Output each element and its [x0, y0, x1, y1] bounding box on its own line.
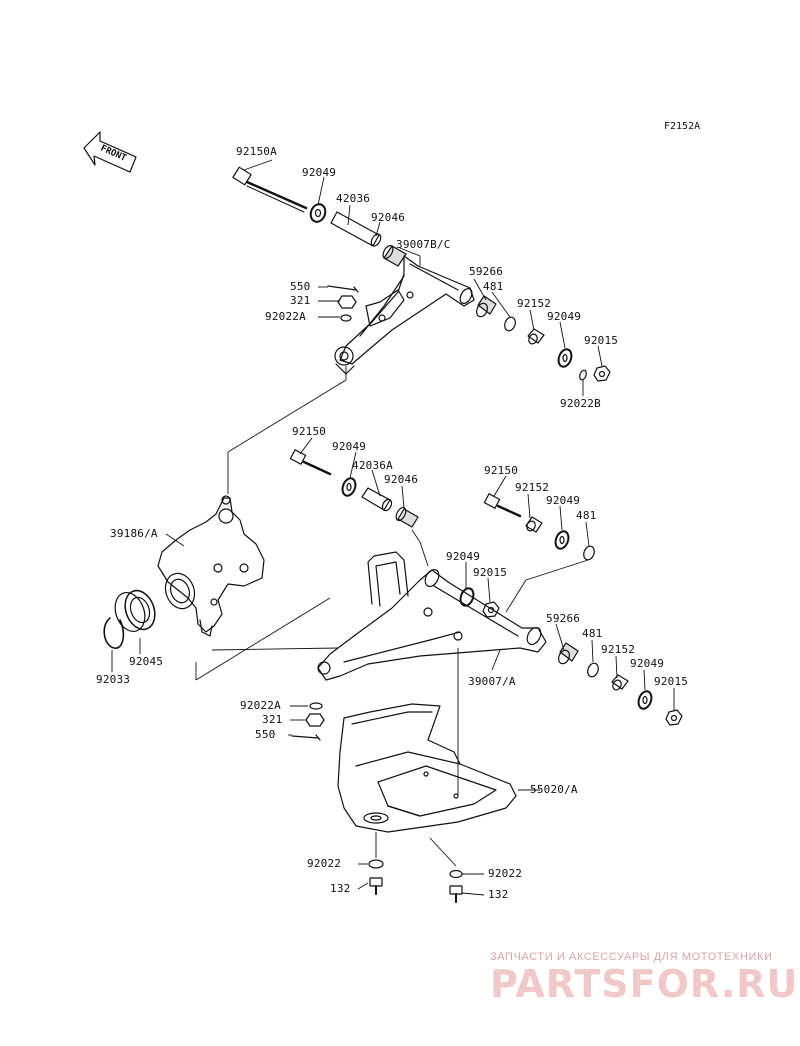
- label-481-lower-top: 481: [576, 509, 597, 522]
- washer-92022-left: [368, 859, 384, 869]
- nut-92015-lower-right: [665, 709, 683, 726]
- label-92049-upper: 92049: [302, 166, 337, 179]
- collar-92152-lower-top: [525, 516, 543, 533]
- label-92015-lower-mid: 92015: [473, 566, 508, 579]
- knuckle-39186: [157, 497, 265, 633]
- label-92022a-upper: 92022A: [265, 310, 306, 323]
- sleeve-42036: [330, 211, 382, 247]
- washer-92049-lower-top: [554, 530, 570, 550]
- label-92049-lower-mid: 92049: [446, 550, 481, 563]
- sleeve-42036a: [361, 487, 393, 512]
- skid-plate-55020: [337, 703, 517, 833]
- label-55020a: 55020/A: [530, 783, 578, 796]
- label-39007bc: 39007B/C: [396, 238, 451, 251]
- label-39186a: 39186/A: [110, 527, 158, 540]
- circlip-481-lower: [587, 662, 599, 678]
- label-321-lower: 321: [262, 713, 283, 726]
- nut-92015-upper: [593, 365, 611, 382]
- collar-92152-upper: [527, 328, 545, 345]
- bolt-132-left: [369, 877, 383, 895]
- circlip-481-lower-top: [583, 545, 595, 561]
- leader-lines: [111, 159, 675, 896]
- front-arrow-icon: FRONT: [83, 131, 137, 173]
- label-132-right: 132: [488, 888, 509, 901]
- bushing-92046-upper: [382, 245, 407, 267]
- bolt-132-right: [449, 885, 463, 903]
- label-92015-lower-right: 92015: [654, 675, 689, 688]
- label-59266-lower: 59266: [546, 612, 581, 625]
- label-39007a: 39007/A: [468, 675, 516, 688]
- bolt-92150-lower-right: [483, 493, 522, 518]
- bearing-92045: [114, 589, 156, 632]
- cotter-pin-550-upper: [327, 285, 359, 293]
- washer-92049-upper: [309, 203, 327, 223]
- label-481-upper: 481: [483, 280, 504, 293]
- label-92150-lower-right: 92150: [484, 464, 519, 477]
- washer-92022a-upper: [340, 314, 352, 322]
- label-92033: 92033: [96, 673, 131, 686]
- knuckle-assembly: [103, 495, 265, 649]
- washer-92049-upper-right: [557, 348, 573, 368]
- lower-arm-assembly: [289, 449, 683, 741]
- label-92152-lower-top: 92152: [515, 481, 550, 494]
- label-92022-left: 92022: [307, 857, 342, 870]
- watermark-logo: PARTSFOR.RU: [490, 962, 799, 1006]
- collar-92152-lower: [611, 674, 629, 691]
- label-92049-lower-top: 92049: [546, 494, 581, 507]
- circlip-92033: [103, 617, 125, 649]
- upper-arm-assembly: [232, 166, 611, 382]
- label-42036a: 42036A: [352, 459, 393, 472]
- label-92022b: 92022B: [560, 397, 601, 410]
- washer-92022-right: [449, 869, 463, 879]
- label-92045: 92045: [129, 655, 164, 668]
- bushing-59266-lower: [557, 642, 579, 665]
- upper-a-arm: [334, 255, 475, 375]
- label-92049-lower-right: 92049: [630, 657, 665, 670]
- washer-92049-lower-right: [637, 690, 653, 710]
- label-92152-lower: 92152: [601, 643, 636, 656]
- bushing-59266-upper: [475, 295, 497, 318]
- label-550-upper: 550: [290, 280, 311, 293]
- cotter-pin-550-lower: [291, 734, 321, 741]
- figure-code: F2152A: [664, 121, 701, 132]
- castle-nut-321-lower: [305, 713, 325, 727]
- label-92150a: 92150A: [236, 145, 277, 158]
- bolt-92150-lower: [289, 449, 332, 476]
- label-92022a-lower: 92022A: [240, 699, 281, 712]
- castle-nut-321-upper: [337, 295, 357, 309]
- label-321-upper: 321: [290, 294, 311, 307]
- washer-92022a-lower: [309, 702, 323, 710]
- label-92046-upper: 92046: [371, 211, 406, 224]
- label-132-left: 132: [330, 882, 351, 895]
- bushing-92046-lower: [395, 506, 419, 528]
- label-92152-upper: 92152: [517, 297, 552, 310]
- label-550-lower: 550: [255, 728, 276, 741]
- label-92022-right: 92022: [488, 867, 523, 880]
- label-42036: 42036: [336, 192, 371, 205]
- label-92049-lower-left: 92049: [332, 440, 367, 453]
- washer-92022b: [579, 369, 587, 381]
- label-92150-lower: 92150: [292, 425, 327, 438]
- bolt-92150a: [232, 166, 308, 213]
- label-481-lower: 481: [582, 627, 603, 640]
- watermark-tagline: ЗАПЧАСТИ И АКСЕССУАРЫ ДЛЯ МОТОТЕХНИКИ: [490, 951, 773, 963]
- label-92046-lower: 92046: [384, 473, 419, 486]
- label-92049-upper-right: 92049: [547, 310, 582, 323]
- washer-92049-lower-left: [341, 477, 357, 497]
- label-92015-upper: 92015: [584, 334, 619, 347]
- label-59266-upper: 59266: [469, 265, 504, 278]
- nut-92015-lower-mid: [482, 601, 500, 618]
- circlip-481-upper: [504, 316, 516, 332]
- washer-92049-lower-mid: [459, 587, 475, 607]
